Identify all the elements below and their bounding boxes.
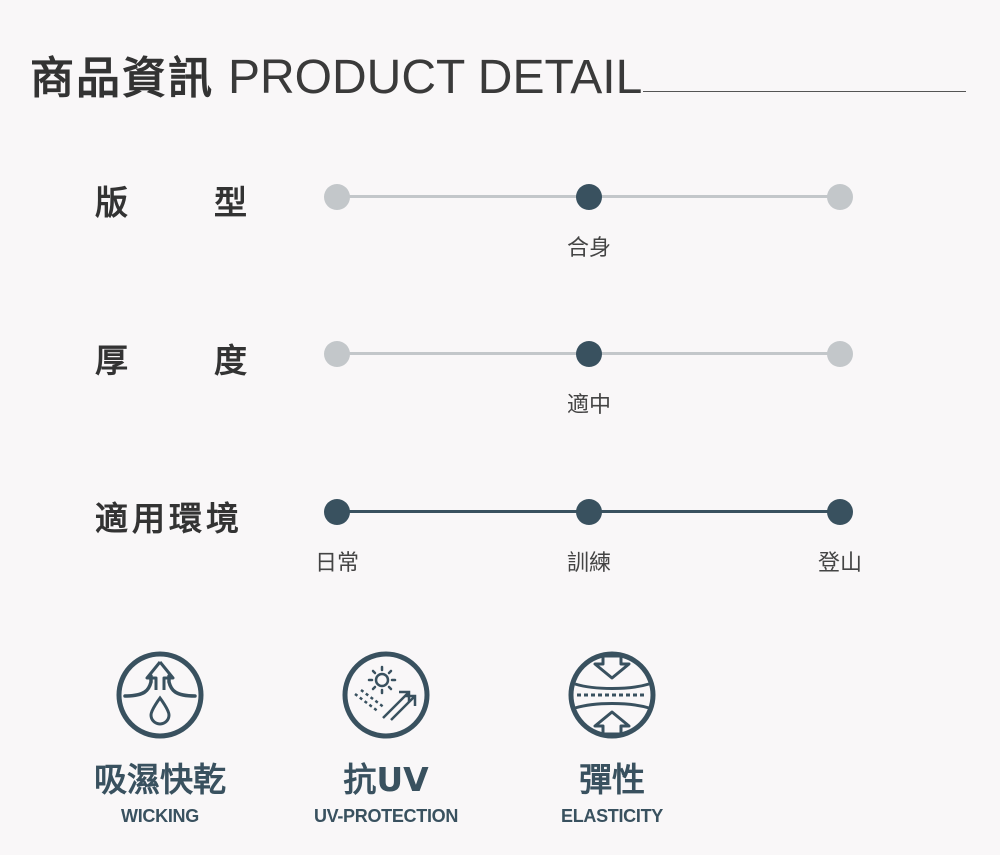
fit-scale-dot-1 [324, 184, 350, 210]
feature-elasticity-subtitle: ELASTICITY [560, 806, 663, 826]
fit-option-label: 合身 [566, 236, 612, 261]
environment-scale-dot-2 [576, 499, 602, 525]
environment-option-training: 訓練 [566, 551, 612, 576]
feature-uv-subtitle: UV-PROTECTION [313, 806, 459, 826]
wicking-icon [116, 651, 204, 739]
thickness-label: 厚 度 [95, 334, 247, 382]
feature-elasticity: 彈性 ELASTICITY [512, 650, 712, 827]
feature-elasticity-title: 彈性 [579, 760, 645, 799]
environment-scale [324, 499, 853, 525]
environment-label: 適用環境 [95, 492, 247, 540]
environment-label-text: 適用環境 [95, 499, 243, 538]
fit-scale [324, 184, 853, 210]
elasticity-icon [568, 651, 656, 739]
fit-label-char-2: 型 [214, 183, 247, 222]
feature-wicking-subtitle: WICKING [121, 806, 199, 826]
feature-wicking-title: 吸濕快乾 [94, 760, 226, 799]
fit-label: 版 型 [95, 176, 247, 224]
header-divider [643, 91, 966, 92]
environment-scale-dot-3 [827, 499, 853, 525]
feature-wicking: 吸濕快乾 WICKING [60, 650, 260, 827]
thickness-label-char-1: 厚 [95, 341, 128, 380]
uv-protection-icon [342, 651, 430, 739]
thickness-option-label: 適中 [566, 393, 612, 418]
page-title-en: PRODUCT DETAIL [228, 51, 643, 104]
thickness-scale-dot-3 [827, 341, 853, 367]
feature-uv-title: 抗UV [343, 760, 429, 799]
fit-label-char-1: 版 [95, 183, 128, 222]
thickness-scale [324, 341, 853, 367]
environment-option-daily: 日常 [314, 551, 360, 576]
page-header: 商品資訊 PRODUCT DETAIL [30, 42, 642, 106]
fit-scale-dot-3 [827, 184, 853, 210]
environment-scale-dot-1 [324, 499, 350, 525]
thickness-scale-dot-2 [576, 341, 602, 367]
fit-scale-dot-2 [576, 184, 602, 210]
feature-uv-protection: 抗UV UV-PROTECTION [286, 650, 486, 827]
thickness-scale-dot-1 [324, 341, 350, 367]
thickness-label-char-2: 度 [214, 341, 247, 380]
page-title-zh: 商品資訊 [30, 53, 214, 104]
environment-option-hiking: 登山 [817, 551, 863, 576]
